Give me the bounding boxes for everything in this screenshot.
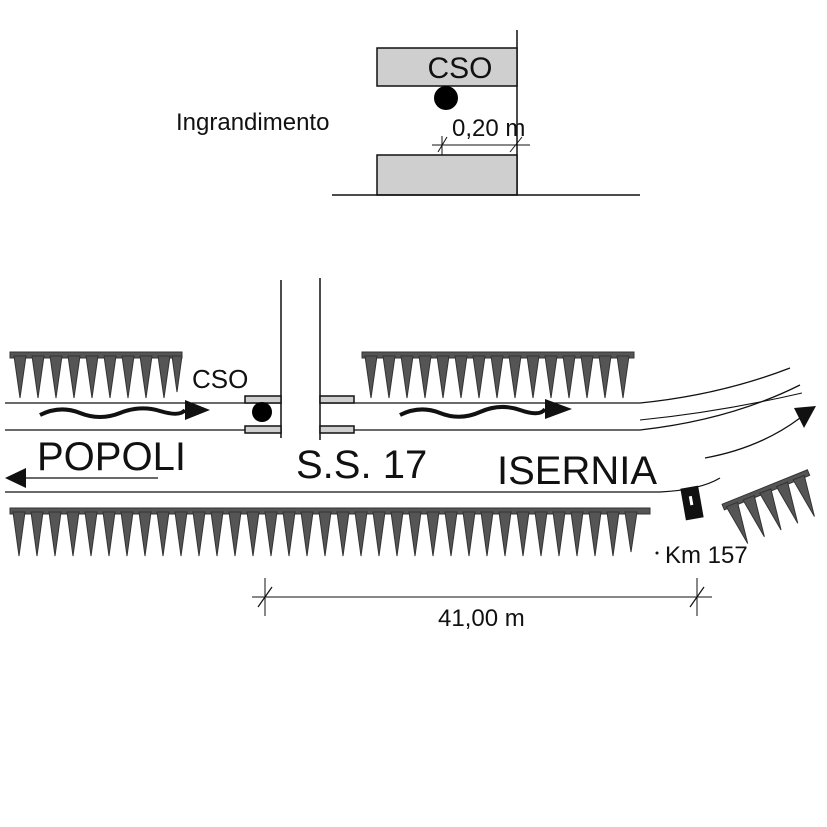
canal-top-right [320,367,791,404]
crossing-slab-right-bottom [319,425,355,434]
direction-label-isernia: ISERNIA [497,449,657,493]
length-dimension-label: 41,00 m [438,605,525,632]
tree-row-bottom-right [721,469,815,544]
tree-row-bottom [9,507,651,557]
flow-arrow-left [39,400,210,420]
isernia-direction-arrow [704,406,816,459]
direction-label-popoli: POPOLI [37,435,186,479]
length-dimension [252,578,712,616]
detail-dimension-tick-right [509,136,523,153]
canal-middle-right [639,392,803,421]
detail-enlargement: CSO 0,20 m Ingrandimento [176,30,640,196]
popoli-direction-arrow [5,468,158,488]
tree-row-top-left [9,351,183,399]
crossing-slab-right-top [319,395,355,404]
crossing-slab-left-top [244,395,282,404]
detail-gap-dimension: 0,20 m [452,115,525,142]
road-name-label: S.S. 17 [296,443,427,487]
plan-view: CSO [5,278,816,632]
km-marker-label: Km 157 [665,542,748,569]
canal-bottom-right [320,384,801,431]
plan-cso-dot [252,402,272,422]
detail-dot [434,86,458,110]
detail-bottom-box [376,154,518,196]
km-marker-post [680,485,704,521]
detail-title: Ingrandimento [176,109,329,136]
km-marker-point [655,551,659,555]
crossing-slab-left-bottom [244,425,282,434]
detail-box-label: CSO [427,52,492,85]
flow-arrow-right [399,399,572,419]
detail-top-box [376,47,518,87]
tree-row-top-right [361,351,635,399]
plan-cso-label: CSO [192,364,248,394]
